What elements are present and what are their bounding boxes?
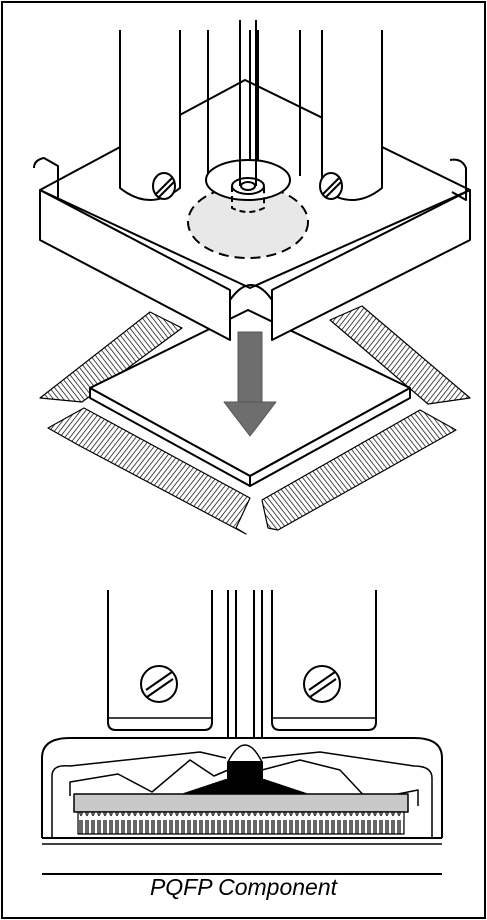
nozzle-stem-hidden <box>231 186 265 213</box>
section-chip-leads <box>77 811 405 835</box>
chip-leads-front-right <box>261 409 457 531</box>
nozzle-tip-inner <box>240 181 256 191</box>
chip-leads-back-left <box>39 311 183 403</box>
screw-icon <box>303 665 341 703</box>
down-arrow-icon <box>223 331 277 437</box>
caption: PQFP Component <box>149 874 338 900</box>
perspective-view <box>33 20 471 535</box>
screw-icon <box>152 172 176 200</box>
corner-notch-right <box>449 158 467 201</box>
chip-leads-front-left <box>47 407 251 535</box>
column-center-left <box>207 30 251 176</box>
corner-notch-left <box>33 157 59 200</box>
column-left <box>119 30 181 201</box>
column-center-right <box>257 30 301 176</box>
section-column-left <box>107 590 213 731</box>
section-chip-body <box>73 793 409 813</box>
front-notch <box>229 284 273 340</box>
screw-icon <box>319 172 343 200</box>
chip-body-edge-right <box>249 387 411 487</box>
section-housing-inner <box>51 751 433 838</box>
section-view <box>41 590 443 875</box>
section-column-right <box>271 590 377 731</box>
chip-leads-back-right <box>329 305 471 405</box>
section-shaft <box>227 590 263 738</box>
screw-icon <box>140 665 178 703</box>
section-cavity <box>69 744 419 806</box>
